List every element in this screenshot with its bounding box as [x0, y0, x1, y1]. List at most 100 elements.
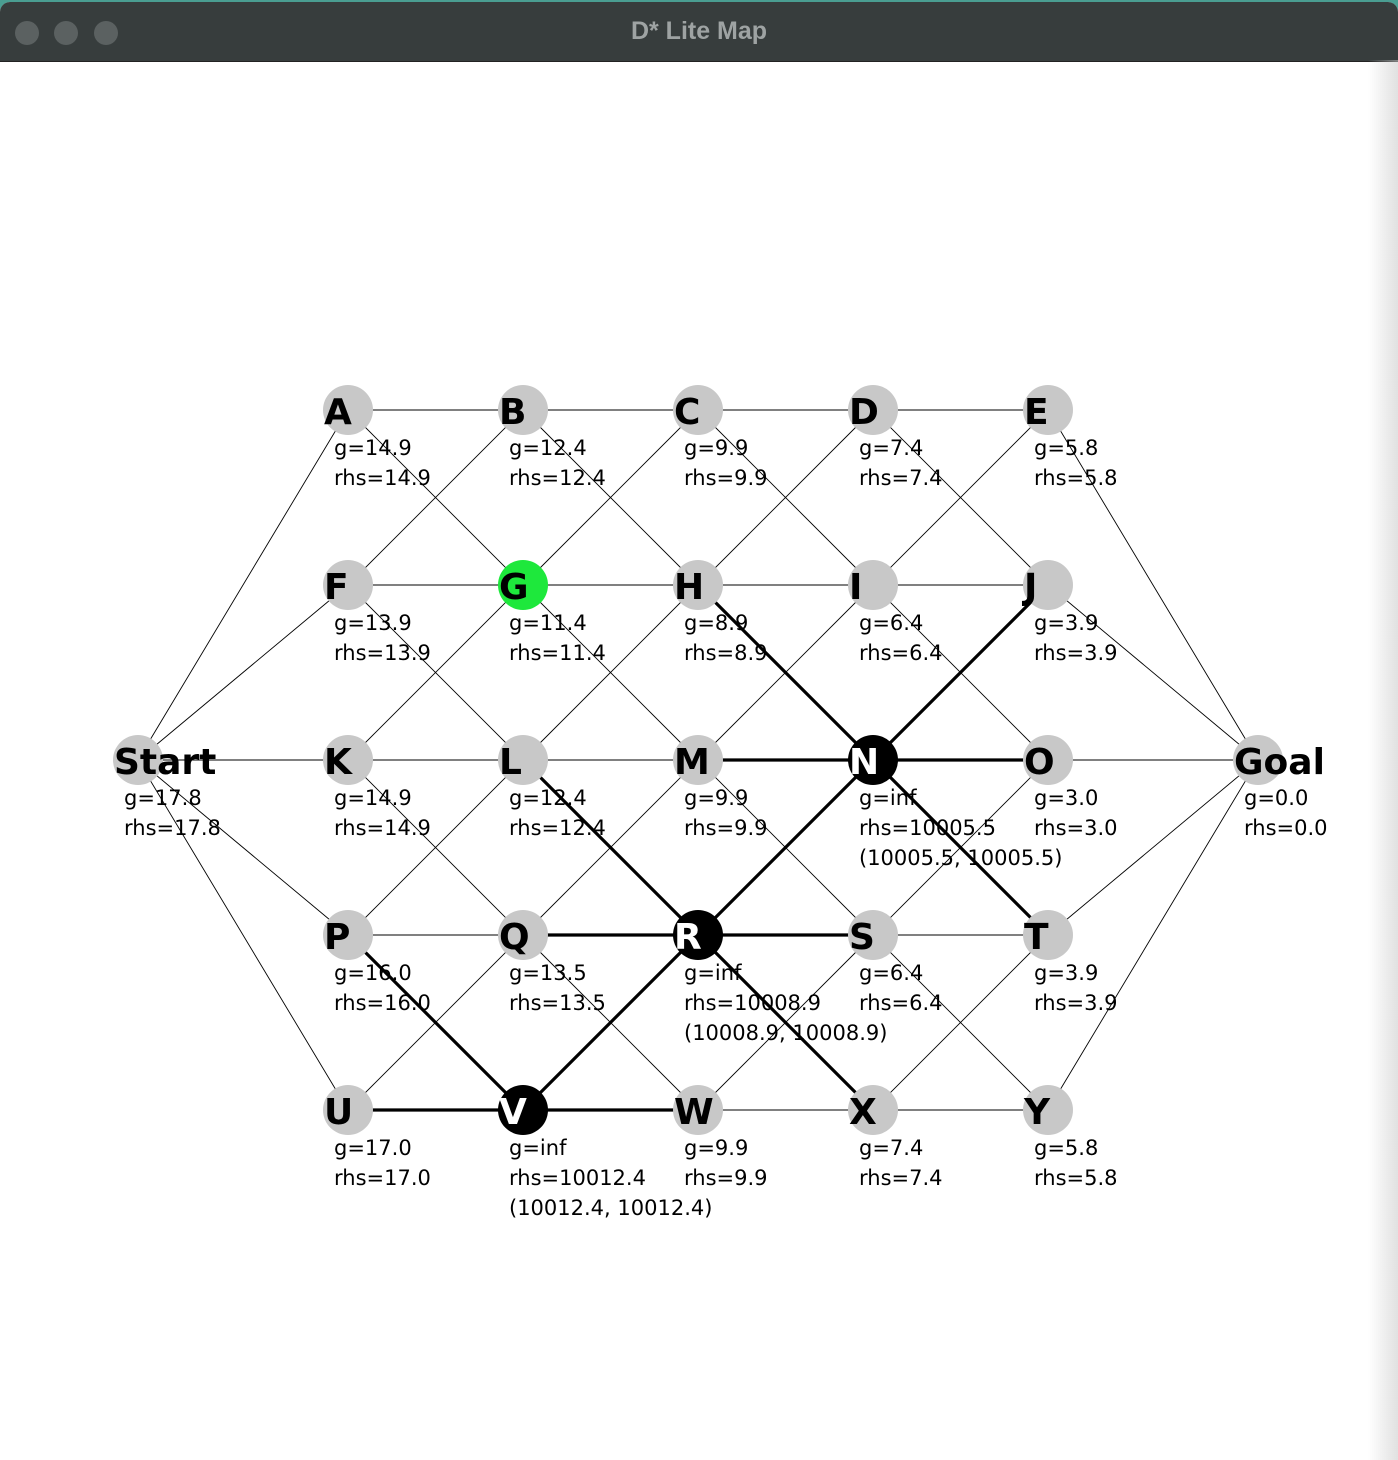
edge-Start-U — [137, 759, 349, 1111]
node-circle — [673, 1085, 723, 1135]
node-rhs-value: rhs=9.9 — [684, 1166, 768, 1190]
node-label: W — [674, 1092, 714, 1133]
node-circle — [323, 560, 373, 610]
edge-R-V — [521, 933, 700, 1112]
node-rhs-value: rhs=17.0 — [334, 1166, 431, 1190]
node-circle — [673, 560, 723, 610]
node-key-value: (10008.9, 10008.9) — [684, 1021, 887, 1045]
node-label: M — [674, 742, 710, 783]
node-g-value: g=7.4 — [859, 1136, 923, 1160]
node-q[interactable]: Qg=13.5 rhs=13.5 — [498, 910, 606, 1015]
node-circle — [848, 385, 898, 435]
node-rhs-value: rhs=3.9 — [1034, 641, 1118, 665]
node-rhs-value: rhs=9.9 — [684, 466, 768, 490]
node-circle — [323, 1085, 373, 1135]
edge-J-N — [871, 583, 1050, 762]
node-g-value: g=13.5 — [509, 961, 587, 985]
node-g-value: g=9.9 — [684, 786, 748, 810]
edge-Start-P — [137, 759, 349, 936]
node-label: E — [1024, 392, 1049, 433]
minimize-button[interactable] — [54, 21, 78, 45]
edge-Goal-J — [1047, 584, 1259, 761]
close-button[interactable] — [15, 21, 39, 45]
node-rhs-value: rhs=13.5 — [509, 991, 606, 1015]
edge-O-S — [872, 759, 1049, 936]
node-circle — [1023, 385, 1073, 435]
edge-T-X — [872, 934, 1049, 1111]
node-rhs-value: rhs=9.9 — [684, 816, 768, 840]
node-label: R — [674, 917, 702, 958]
edge-L-P — [347, 759, 524, 936]
node-rhs-value: rhs=16.0 — [334, 991, 431, 1015]
node-g-value: g=17.0 — [334, 1136, 412, 1160]
node-circle — [323, 910, 373, 960]
node-g-value: g=6.4 — [859, 961, 923, 985]
title-bar: D* Lite Map — [0, 2, 1398, 62]
node-label: J — [1021, 567, 1037, 608]
node-rhs-value: rhs=6.4 — [859, 991, 943, 1015]
node-g-value: g=3.9 — [1034, 611, 1098, 635]
node-circle — [848, 735, 898, 785]
node-label: A — [324, 392, 352, 433]
node-label: Q — [499, 917, 530, 958]
node-label: O — [1024, 742, 1055, 783]
node-label: Start — [114, 742, 216, 783]
node-label: Y — [1023, 1092, 1051, 1133]
node-j[interactable]: Jg=3.9 rhs=3.9 — [1021, 560, 1118, 665]
node-circle — [1023, 560, 1073, 610]
node-label: B — [499, 392, 526, 433]
node-rhs-value: rhs=12.4 — [509, 466, 606, 490]
node-label: D — [849, 392, 879, 433]
node-g-value: g=0.0 — [1244, 786, 1308, 810]
edge-B-F — [347, 409, 524, 586]
node-circle — [848, 560, 898, 610]
node-g-value: g=14.9 — [334, 436, 412, 460]
edge-H-L — [522, 584, 699, 761]
node-key-value: (10012.4, 10012.4) — [509, 1196, 712, 1220]
node-circle — [1023, 1085, 1073, 1135]
node-circle — [1023, 735, 1073, 785]
node-circle — [498, 1085, 548, 1135]
edge-C-G — [522, 409, 699, 586]
zoom-button[interactable] — [94, 21, 118, 45]
node-rhs-value: rhs=10012.4 — [509, 1166, 646, 1190]
node-label: N — [849, 742, 879, 783]
node-g-value: g=14.9 — [334, 786, 412, 810]
node-circle — [673, 735, 723, 785]
node-g-value: g=13.9 — [334, 611, 412, 635]
node-rhs-value: rhs=6.4 — [859, 641, 943, 665]
node-rhs-value: rhs=14.9 — [334, 816, 431, 840]
edge-E-I — [872, 409, 1049, 586]
edge-I-M — [697, 584, 874, 761]
node-g-value: g=3.9 — [1034, 961, 1098, 985]
node-g-value: g=5.8 — [1034, 1136, 1098, 1160]
node-rhs-value: rhs=13.9 — [334, 641, 431, 665]
node-m[interactable]: Mg=9.9 rhs=9.9 — [673, 735, 768, 840]
node-circle — [498, 910, 548, 960]
